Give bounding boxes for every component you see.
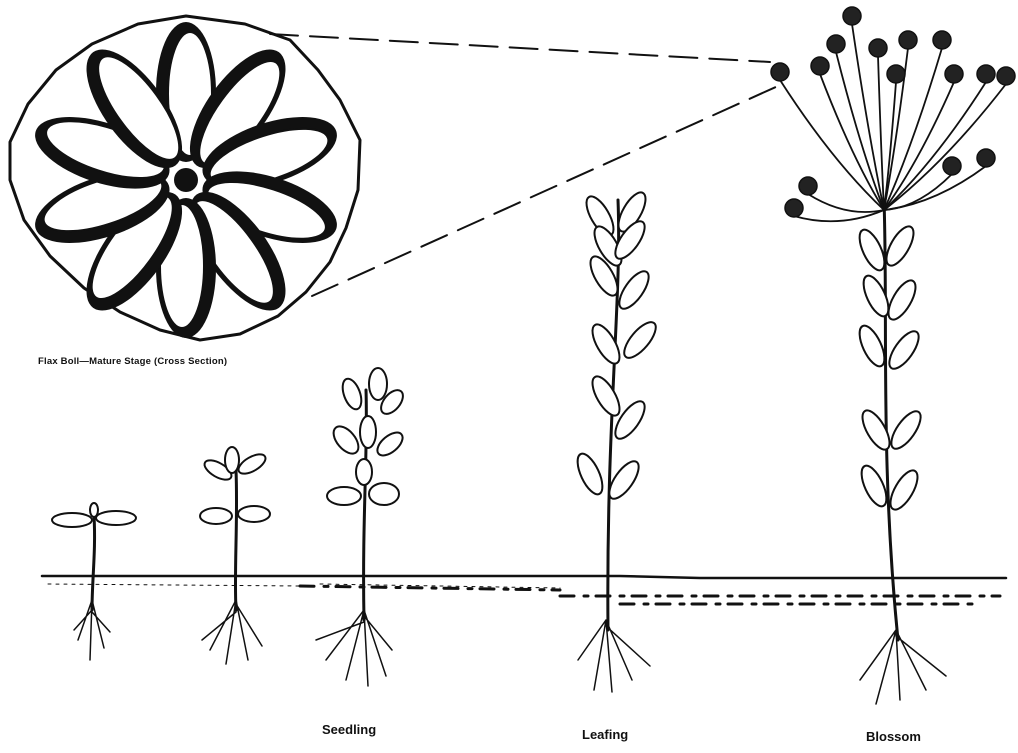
ground-line [42,576,1006,578]
cotyledon-leaf-right [96,511,136,525]
boll-center [174,168,198,192]
flower-bud [799,177,817,195]
stem [235,470,236,610]
blossom-leaves [855,222,926,513]
flower-bud [785,199,803,217]
flower-bud [811,57,829,75]
leaf [857,406,895,453]
leaf [360,416,376,448]
leaf [329,422,363,458]
leaf [884,327,924,373]
leaf [225,447,239,473]
leaf [614,267,654,313]
plant-cotyledon [52,503,136,660]
leaf [373,428,406,460]
plant-leafing [573,188,661,692]
plant-two-leaf [200,447,270,664]
leaf [885,466,923,513]
flower-bud [827,35,845,53]
stage-label-blossom: Blossom [866,729,921,744]
plant-blossom [771,7,1015,704]
flower-bud [887,65,905,83]
flower-bud [933,31,951,49]
branch [780,80,884,210]
roots [202,600,262,664]
leaf [619,317,661,362]
flower-bud [899,31,917,49]
flower-bud [997,67,1015,85]
flower-bud [771,63,789,81]
branch [808,194,884,212]
roots [860,630,946,704]
leaf [369,483,399,505]
flower-bud [945,65,963,83]
roots [74,600,110,660]
leaf [587,372,625,419]
flower-bud [977,149,995,167]
leaf [236,450,269,477]
leaf [587,320,625,367]
branch [820,74,884,210]
leaf [883,276,921,323]
stage-label-seedling: Seedling [322,722,376,737]
branch [884,82,986,210]
shoot-bud [90,503,98,517]
zoom-lines [270,34,778,296]
flower-bud [843,7,861,25]
stage-label-leafing: Leafing [582,727,628,742]
roots [316,610,392,686]
leafing-leaves [573,188,661,503]
leaf [339,376,365,412]
leaf [327,487,361,505]
zoom-line-top [270,34,770,62]
flower-bud [869,39,887,57]
boll-caption: Flax Boll—Mature Stage (Cross Section) [38,356,227,367]
leaf [886,407,926,453]
leaf [238,506,270,522]
flower-bud [977,65,995,83]
roots [578,620,650,692]
cotyledon-leaf-left [52,513,92,527]
plant-seedling [316,368,407,686]
stem [92,516,95,610]
leaf [369,368,387,400]
leaf [200,508,232,524]
leaf [573,450,608,497]
leaf [881,222,919,269]
flower-bud [943,157,961,175]
ground [42,576,1006,604]
leaf [356,459,372,485]
flax-boll-cross-section [10,16,360,340]
zoom-line-bottom [312,86,778,296]
blossom-branches [771,7,1015,221]
